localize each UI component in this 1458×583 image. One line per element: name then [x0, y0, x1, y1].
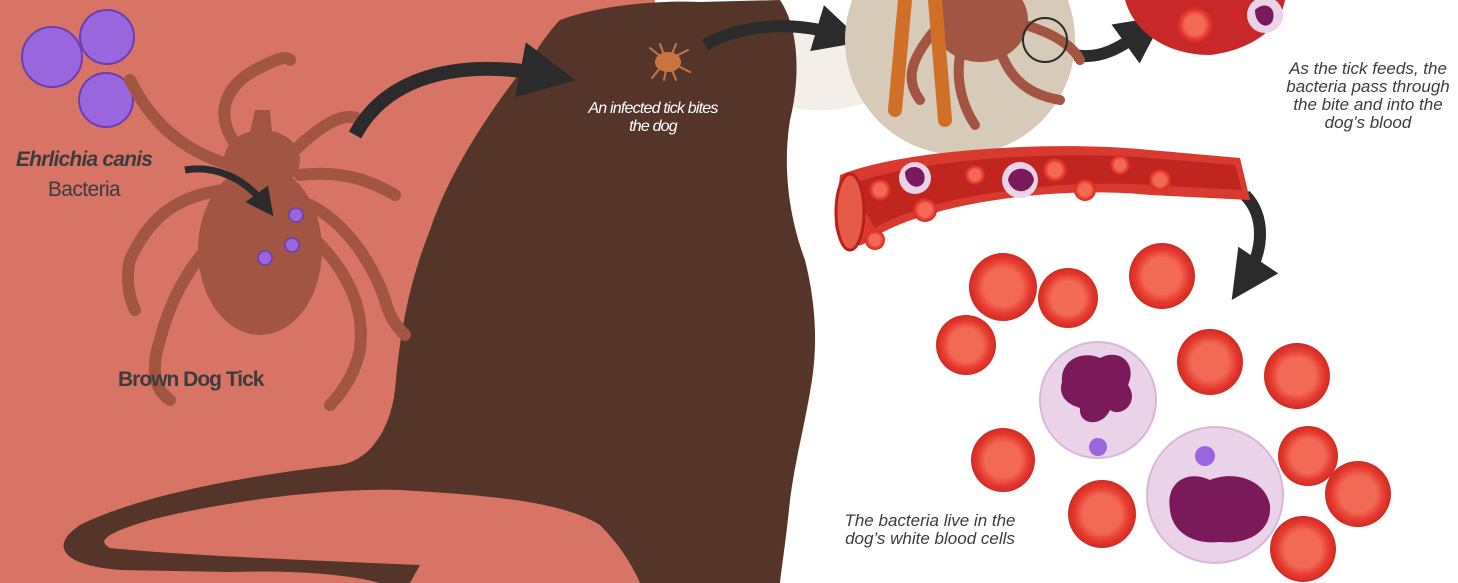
tick-name-label: Brown Dog Tick — [118, 368, 263, 392]
bacteria-name-label: Ehrlichia canis — [10, 148, 158, 172]
feed-caption: As the tick feeds, the bacteria pass thr… — [1284, 60, 1452, 132]
bite-caption: An infected tick bites the dog — [578, 100, 728, 136]
live-caption: The bacteria live in the dog’s white blo… — [830, 512, 1030, 548]
bacteria-label: Bacteria — [10, 178, 158, 202]
